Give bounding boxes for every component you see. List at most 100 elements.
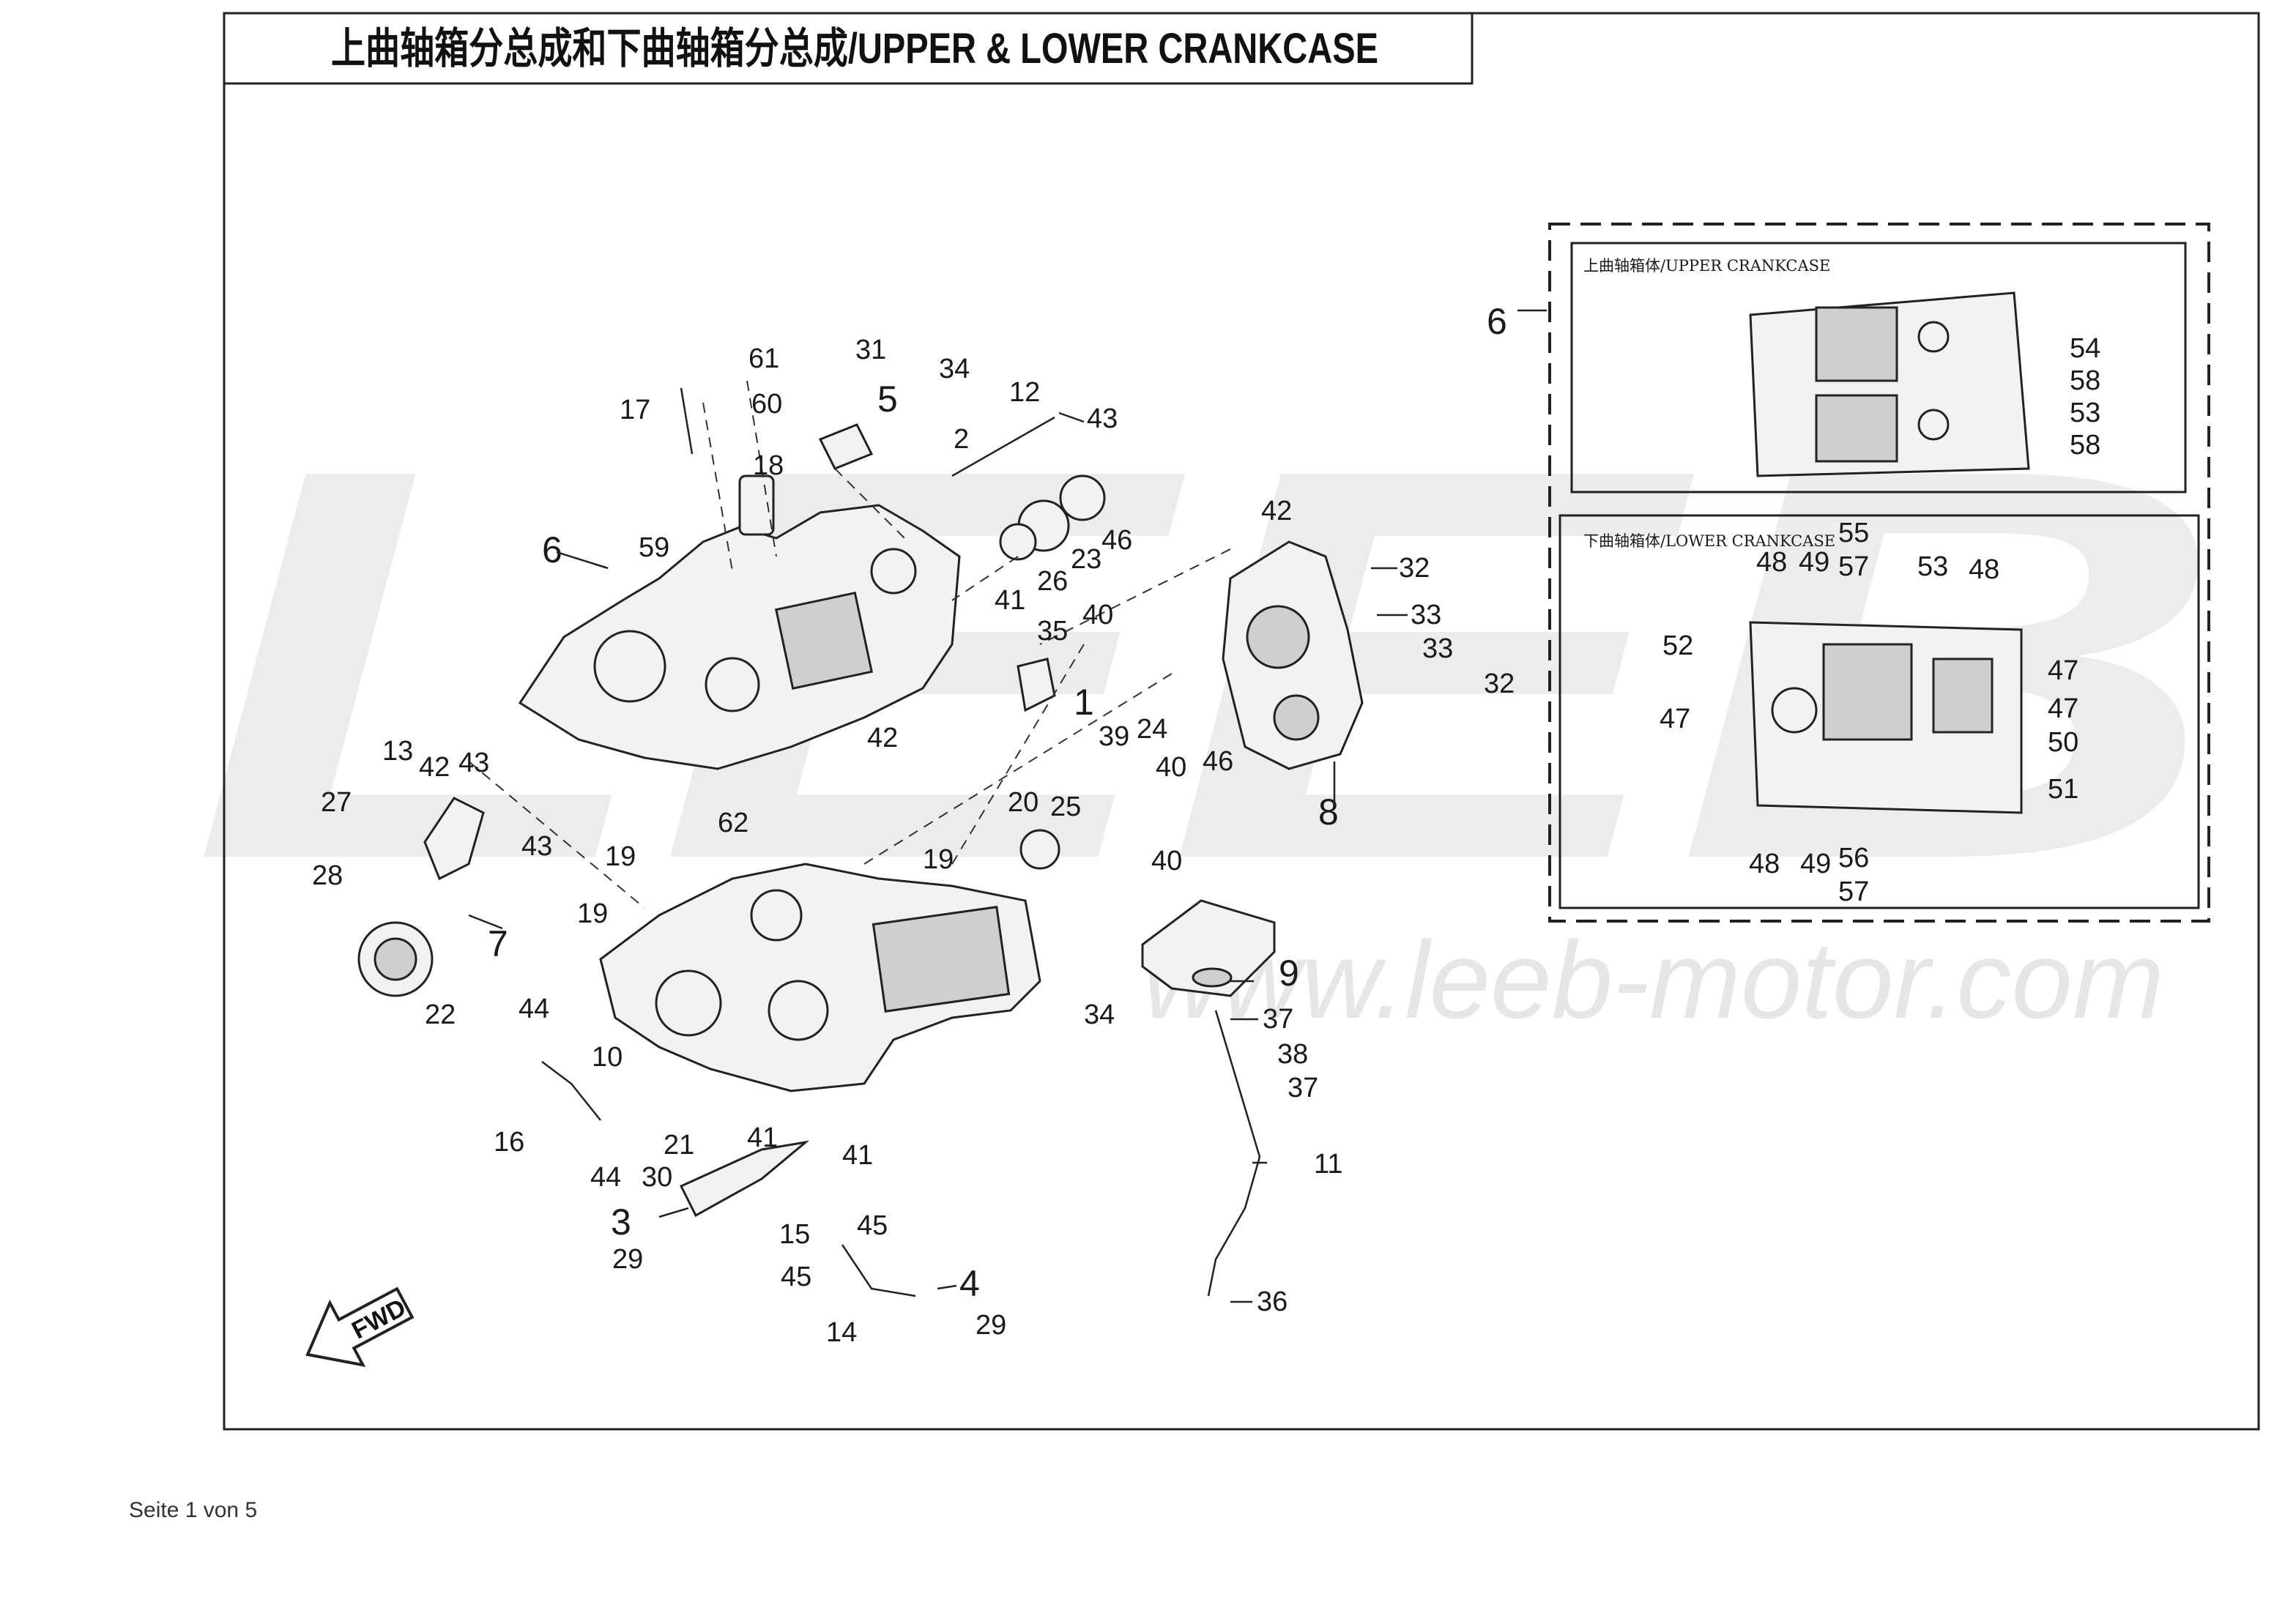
callout-label: 25 — [1050, 791, 1081, 822]
inset-upper-crankcase-part — [1749, 291, 2030, 477]
callout-label: 15 — [779, 1219, 810, 1250]
page-footer: Seite 1 von 5 — [129, 1498, 257, 1523]
inset-lower-frame — [1558, 514, 2200, 909]
callout-label: 42 — [419, 752, 450, 783]
callout-label: 44 — [590, 1162, 621, 1193]
callout-label: 40 — [1151, 846, 1182, 876]
stud-17 — [680, 387, 694, 455]
callout-label: 58 — [2070, 430, 2100, 461]
leader-lines — [468, 411, 1408, 1303]
callout-label: 50 — [2048, 727, 2078, 758]
inset-lower-title: 下曲轴箱体/LOWER CRANKCASE — [1583, 532, 1835, 550]
callout-label: 29 — [612, 1244, 643, 1275]
callout-label: 42 — [1261, 496, 1292, 526]
oil-pipe-14 — [841, 1244, 916, 1297]
callout-label: 49 — [1800, 849, 1831, 879]
callout-label: 20 — [1008, 787, 1039, 818]
assembly-guide — [468, 380, 1231, 909]
callout-label: 5 — [877, 379, 898, 420]
callout-label: 47 — [1660, 704, 1690, 734]
title-box — [223, 12, 1474, 85]
callout-label: 54 — [2070, 333, 2100, 364]
callout-label: 37 — [1263, 1004, 1293, 1035]
callout-label: 33 — [1411, 600, 1441, 630]
callout-label: 18 — [753, 450, 784, 481]
inset-upper-ref-callout: 6 — [1487, 301, 1507, 342]
callout-label: 21 — [664, 1130, 694, 1161]
callout-label: 58 — [2070, 365, 2100, 396]
callout-label: 32 — [1484, 668, 1515, 699]
callout-label: 3 — [611, 1202, 631, 1243]
callout-label: 34 — [1084, 999, 1115, 1030]
callout-label: 56 — [1838, 843, 1869, 874]
lower-crankcase-part — [599, 863, 1041, 1092]
callout-label: 48 — [1749, 849, 1780, 879]
callout-label: 23 — [1071, 544, 1101, 575]
inset-lower-callouts: 55 57 48 49 53 48 52 47 47 47 50 51 48 4… — [1660, 518, 2078, 907]
callout-label: 29 — [976, 1310, 1006, 1341]
ring-26 — [999, 523, 1037, 561]
inset-upper-frame — [1570, 242, 2187, 493]
callout-label: 44 — [519, 994, 549, 1024]
side-cover-part — [1222, 540, 1364, 770]
callout-label: 40 — [1156, 752, 1186, 783]
plate-5 — [818, 423, 874, 470]
callout-label: 14 — [826, 1317, 857, 1348]
callout-label: 53 — [1917, 551, 1948, 582]
callout-label: 59 — [639, 532, 669, 563]
callout-label: 47 — [2048, 693, 2078, 724]
callout-label: 48 — [1756, 547, 1787, 578]
callout-label: 47 — [2048, 655, 2078, 686]
callout-label: 41 — [842, 1140, 873, 1171]
callout-label: 42 — [867, 723, 898, 753]
oil-pipe-16 — [541, 1061, 601, 1121]
callout-label: 37 — [1288, 1073, 1318, 1103]
callout-label: 1 — [1074, 682, 1094, 723]
callout-label: 12 — [1009, 377, 1040, 408]
callout-label: 33 — [1422, 633, 1453, 664]
callout-label: 28 — [312, 860, 343, 891]
callout-label: 30 — [642, 1162, 672, 1193]
seal-20 — [1019, 829, 1060, 870]
callout-label: 43 — [1087, 403, 1118, 434]
callout-label: 43 — [458, 748, 489, 778]
fwd-arrow-icon: FWD — [305, 1286, 415, 1367]
callout-label: 17 — [620, 395, 650, 425]
callout-label: 60 — [751, 389, 782, 420]
callout-label: 19 — [605, 841, 636, 872]
callout-label: 53 — [2070, 398, 2100, 428]
callout-label: 8 — [1318, 791, 1339, 833]
callout-label: 48 — [1969, 554, 1999, 585]
callout-label: 43 — [521, 831, 552, 862]
main-callouts: 61 31 34 12 60 5 2 43 17 18 6 59 42 32 2… — [312, 335, 1515, 1348]
callout-label: 45 — [781, 1262, 811, 1292]
callout-label: 41 — [995, 585, 1025, 616]
callout-label: 57 — [1838, 876, 1869, 907]
callout-label: 45 — [857, 1210, 888, 1241]
callout-label: 36 — [1257, 1286, 1288, 1317]
callout-label: 38 — [1277, 1039, 1308, 1070]
callout-label: 4 — [959, 1263, 980, 1304]
page-number-label: Seite 1 von 5 — [129, 1498, 258, 1522]
callout-label: 40 — [1082, 600, 1113, 630]
sensor-13 — [423, 797, 485, 881]
callout-label: 46 — [1101, 525, 1132, 556]
callout-label: 41 — [747, 1122, 778, 1153]
callout-label: 35 — [1037, 616, 1068, 647]
callout-label: 55 — [1838, 518, 1869, 548]
inset-upper-callouts: 54 58 53 58 — [2070, 333, 2100, 461]
callout-label: 11 — [1314, 1149, 1342, 1180]
callout-label: 19 — [577, 898, 608, 929]
bolt-12 — [951, 416, 1055, 477]
callout-label: 62 — [718, 808, 748, 838]
callout-label: 13 — [382, 736, 413, 767]
callout-label: 22 — [425, 999, 456, 1030]
oil-pipe-11 — [1207, 1010, 1261, 1297]
callout-label: 24 — [1137, 714, 1167, 745]
inset-upper-title: 上曲轴箱体/UPPER CRANKCASE — [1583, 257, 1830, 275]
callout-label: 7 — [488, 923, 508, 964]
diagram-title: 上曲轴箱分总成和下曲轴箱分总成/UPPER & LOWER CRANKCASE — [331, 25, 1378, 72]
callout-label: 9 — [1279, 953, 1299, 994]
ring-46 — [1059, 474, 1106, 521]
